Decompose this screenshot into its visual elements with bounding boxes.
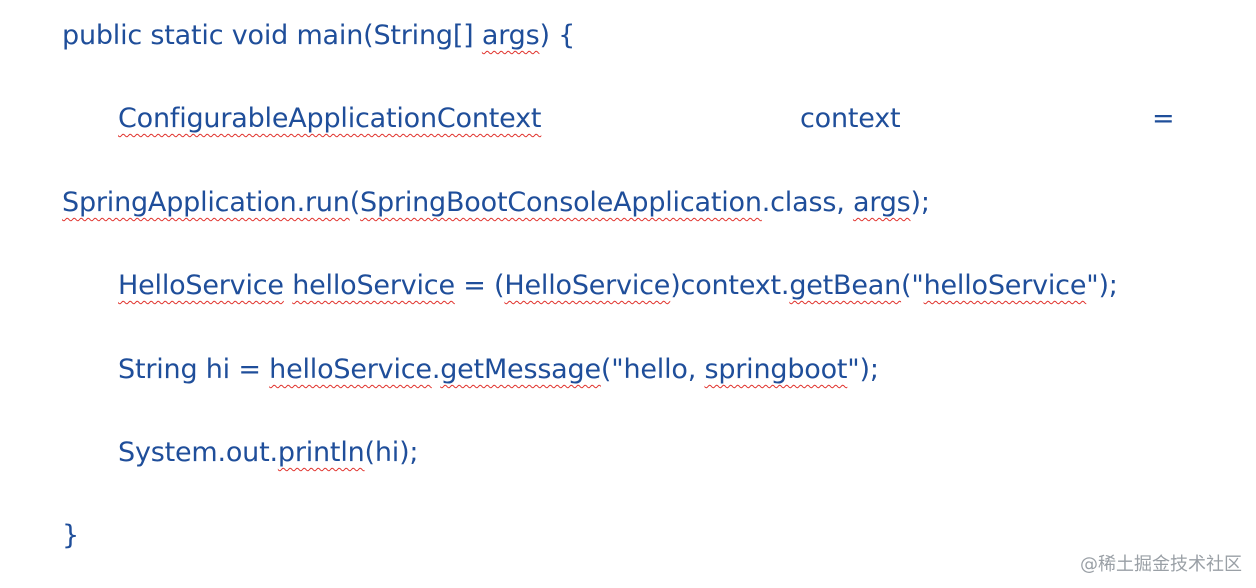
code-line-get-bean: HelloService helloService = (HelloServic… xyxy=(118,268,1118,304)
code-token: ( xyxy=(349,187,361,218)
code-token: ("hello, xyxy=(600,354,705,385)
code-token: . xyxy=(431,354,441,385)
spellcheck-token: springboot xyxy=(704,354,848,385)
code-token-equals: = xyxy=(1152,103,1175,134)
code-token: String hi = xyxy=(118,354,270,385)
code-token: System.out. xyxy=(118,437,278,468)
code-line-get-message: String hi = helloService.getMessage("hel… xyxy=(118,352,879,388)
code-token: "); xyxy=(847,354,879,385)
spellcheck-token: println xyxy=(277,437,365,468)
spellcheck-token: HelloService xyxy=(118,270,284,301)
code-line-println: System.out.println(hi); xyxy=(118,435,419,471)
code-token: ) { xyxy=(539,20,576,51)
code-token: ); xyxy=(910,187,930,218)
code-token-context-var: context xyxy=(800,103,901,134)
spellcheck-token: helloService xyxy=(292,270,455,301)
spellcheck-token: getBean xyxy=(789,270,902,301)
code-token: = ( xyxy=(454,270,505,301)
spellcheck-token: helloService xyxy=(923,270,1087,301)
code-token: )context. xyxy=(670,270,790,301)
code-token: public static void main(String[] xyxy=(62,20,482,51)
code-line-closing-brace: } xyxy=(62,520,79,551)
code-token: (" xyxy=(901,270,924,301)
spellcheck-token: helloService xyxy=(269,354,432,385)
code-token: "); xyxy=(1086,270,1118,301)
spellcheck-token: HelloService xyxy=(504,270,671,301)
code-line-main-signature: public static void main(String[] args) { xyxy=(62,18,575,54)
code-token xyxy=(284,270,292,301)
code-token-context-type: ConfigurableApplicationContext xyxy=(118,103,542,134)
code-token: .class, xyxy=(761,187,853,218)
code-token: (hi); xyxy=(364,437,419,468)
spellcheck-token: SpringBootConsoleApplication xyxy=(360,187,762,218)
spellcheck-token: SpringApplication.run xyxy=(62,187,350,218)
spellcheck-token: getMessage xyxy=(440,354,601,385)
spellcheck-token: args xyxy=(481,20,540,51)
spellcheck-token: args xyxy=(852,187,911,218)
watermark-text: @稀土掘金技术社区 xyxy=(1080,554,1242,575)
code-line-spring-run: SpringApplication.run(SpringBootConsoleA… xyxy=(62,185,930,221)
